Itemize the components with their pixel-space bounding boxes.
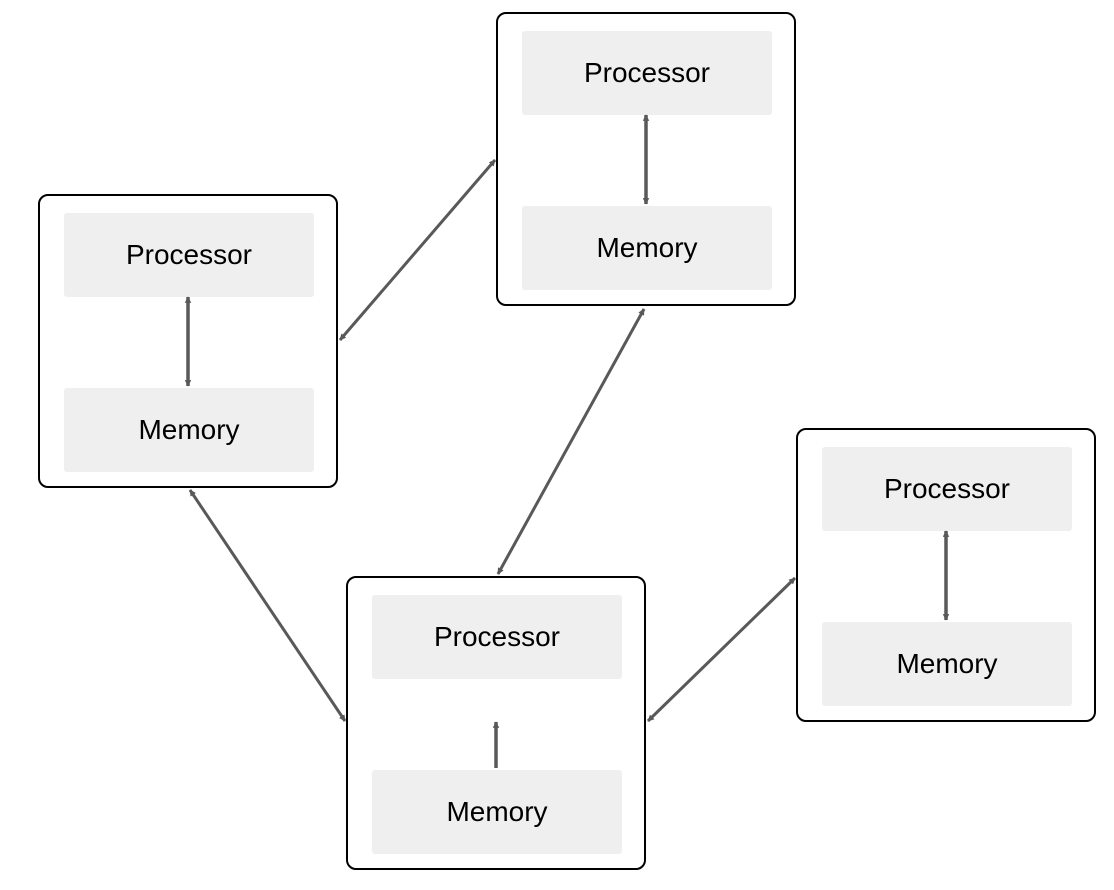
node-4: Processor Memory: [796, 428, 1096, 722]
memory-block: Memory: [522, 206, 772, 290]
link-node1-node3-arrow: [188, 489, 347, 722]
processor-block: Processor: [522, 31, 772, 115]
link-node2-node3-arrow: [496, 308, 646, 575]
processor-block: Processor: [822, 447, 1072, 531]
link-node1-node2-arrow: [338, 159, 497, 341]
link-node3-node4-arrow: [646, 576, 797, 723]
processor-block: Processor: [372, 595, 622, 679]
memory-block: Memory: [822, 622, 1072, 706]
memory-block: Memory: [64, 388, 314, 472]
processor-block: Processor: [64, 213, 314, 297]
node-1: Processor Memory: [38, 194, 338, 488]
node-3: Processor Memory: [346, 576, 646, 870]
node-2: Processor Memory: [496, 12, 796, 306]
memory-block: Memory: [372, 770, 622, 854]
